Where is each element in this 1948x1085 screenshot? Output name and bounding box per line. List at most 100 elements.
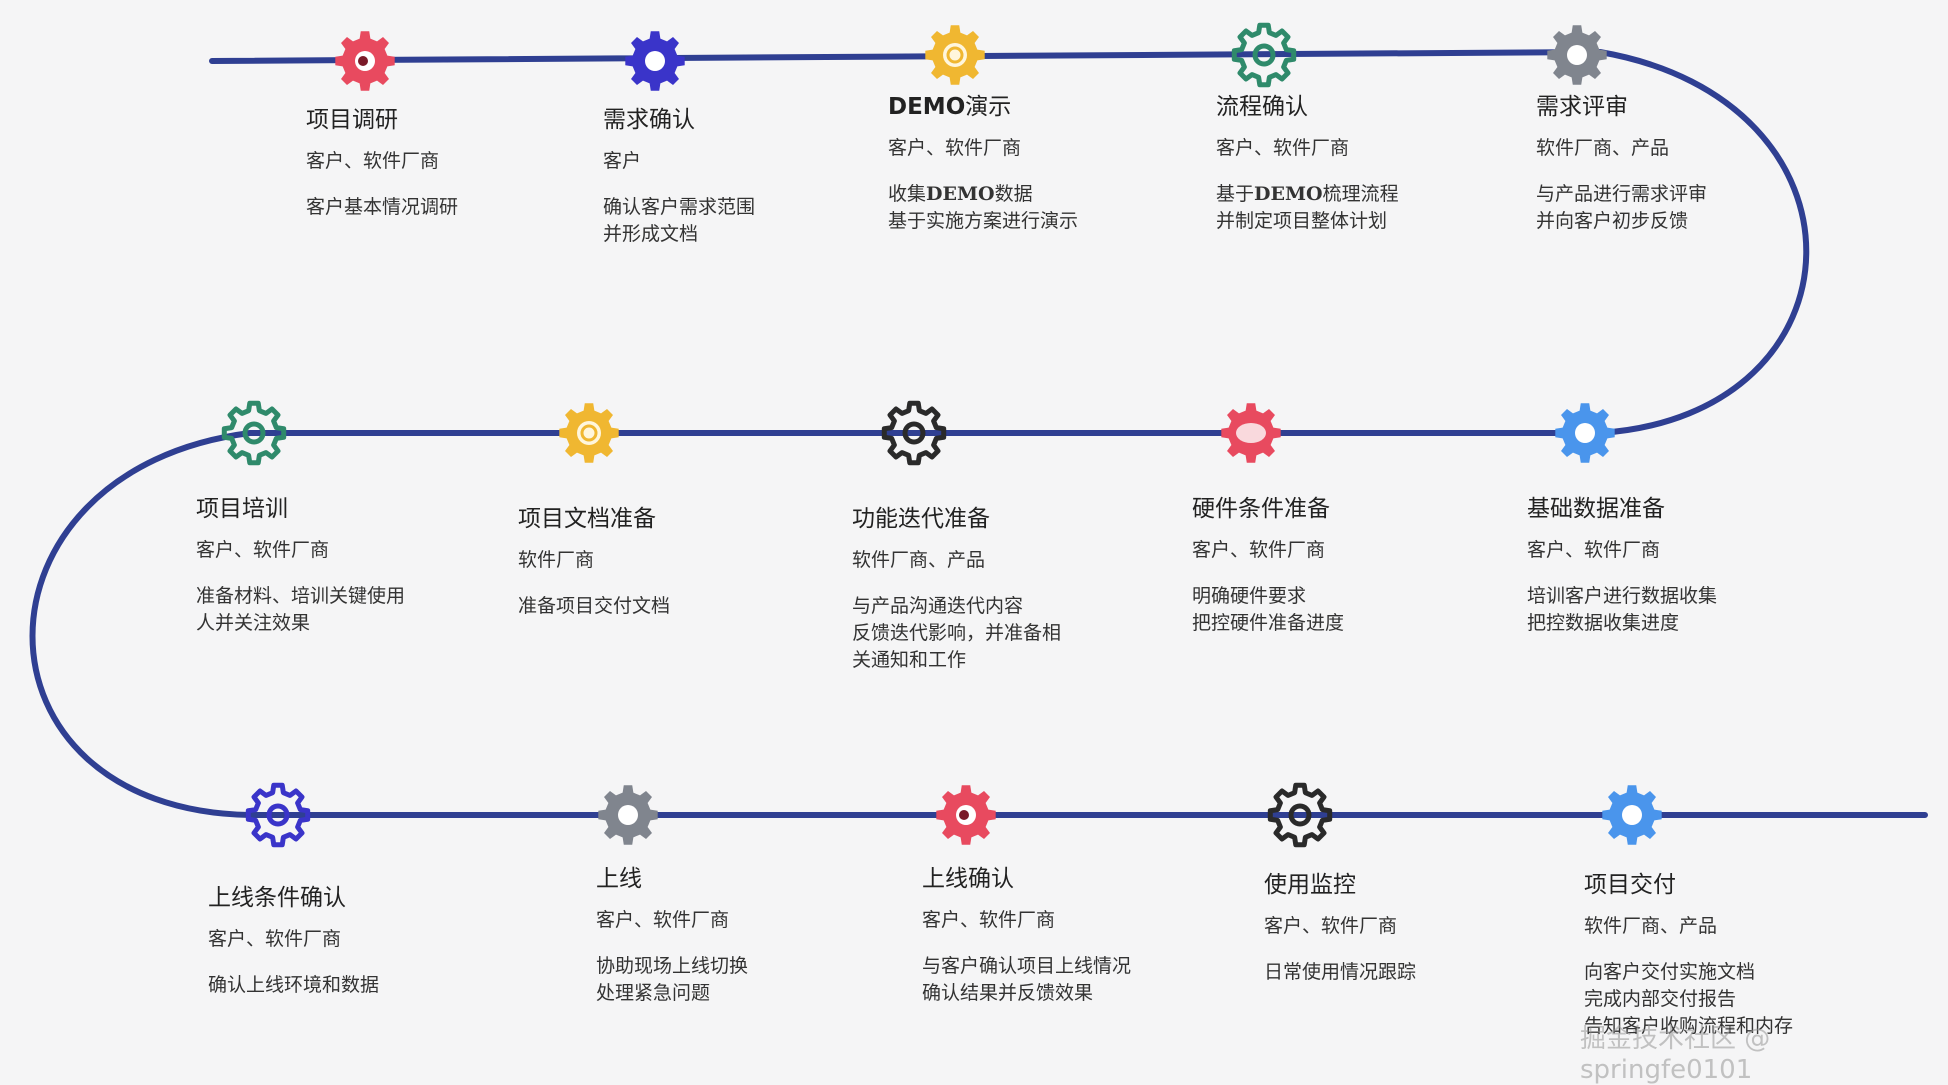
step-roles: 客户、软件厂商: [922, 908, 1056, 931]
step-label-block: DEMO演示客户、软件厂商收集DEMO数据基于实施方案进行演示: [888, 94, 1078, 235]
step-description: 确认上线环境和数据: [208, 972, 379, 999]
step-description-line: 收集DEMO数据: [888, 183, 1033, 206]
step-roles: 客户、软件厂商: [1216, 136, 1350, 159]
step-label-block: 项目调研客户、软件厂商客户基本情况调研: [306, 107, 458, 221]
step-description: 协助现场上线切换处理紧急问题: [596, 953, 748, 1007]
step-roles: 客户、软件厂商: [306, 149, 440, 172]
step-description-line: 明确硬件要求: [1192, 585, 1307, 608]
step-description-line: 并制定项目整体计划: [1216, 210, 1388, 233]
step-roles: 软件厂商: [518, 548, 595, 571]
step-description-line: 协助现场上线切换: [596, 955, 749, 978]
step-description: 确认客户需求范围并形成文档: [603, 194, 755, 248]
step-title: 上线: [596, 866, 642, 892]
step-label-block: 需求确认客户确认客户需求范围并形成文档: [603, 107, 755, 248]
step-title: 项目文档准备: [518, 506, 656, 532]
step-description: 日常使用情况跟踪: [1264, 959, 1416, 986]
gear-icon: [1267, 782, 1333, 848]
step-description-line: 告知客户收购流程和内存: [1584, 1015, 1794, 1038]
step-description: 基于DEMO梳理流程并制定项目整体计划: [1216, 181, 1399, 235]
step-description: 准备材料、培训关键使用人并关注效果: [196, 583, 405, 637]
step-label-block: 项目交付软件厂商、产品向客户交付实施文档完成内部交付报告告知客户收购流程和内存: [1584, 872, 1793, 1040]
step-title: 硬件条件准备: [1192, 496, 1330, 522]
step-roles: 客户、软件厂商: [196, 538, 330, 561]
step-description-line: 确认上线环境和数据: [208, 974, 380, 997]
step-roles: 客户: [603, 149, 642, 172]
step-description-line: 与产品进行需求评审: [1536, 183, 1708, 206]
step-description-line: 与客户确认项目上线情况: [922, 955, 1132, 978]
step-label-block: 上线客户、软件厂商协助现场上线切换处理紧急问题: [596, 866, 748, 1007]
gear-icon: [922, 22, 988, 88]
step-description-line: 把控硬件准备进度: [1192, 612, 1345, 635]
step-label-block: 上线条件确认客户、软件厂商确认上线环境和数据: [208, 885, 379, 999]
step-title: 项目培训: [196, 496, 288, 522]
step-roles: 客户、软件厂商: [888, 136, 1022, 159]
step-roles: 软件厂商、产品: [1536, 136, 1670, 159]
gear-icon: [1218, 400, 1284, 466]
step-title: 项目调研: [306, 107, 398, 133]
step-title: 项目交付: [1584, 872, 1676, 898]
step-description-line: 客户基本情况调研: [306, 196, 459, 219]
step-description-line: 向客户交付实施文档: [1584, 961, 1756, 984]
step-description-line: 准备材料、培训关键使用: [196, 585, 406, 608]
watermark: 掘金技术社区 @ springfe0101: [1580, 1024, 1771, 1085]
step-description-line: 确认结果并反馈效果: [922, 982, 1094, 1005]
step-description: 培训客户进行数据收集把控数据收集进度: [1527, 583, 1717, 637]
step-description-line: 完成内部交付报告: [1584, 988, 1737, 1011]
step-title: 上线条件确认: [208, 885, 346, 911]
step-description-line: 基于DEMO梳理流程: [1216, 183, 1399, 206]
step-title: 需求评审: [1536, 94, 1628, 120]
step-title: 使用监控: [1264, 872, 1356, 898]
step-description-line: 并向客户初步反馈: [1536, 210, 1689, 233]
gear-icon: [622, 28, 688, 94]
step-title: 功能迭代准备: [852, 506, 990, 532]
step-description: 与产品沟通迭代内容反馈迭代影响，并准备相关通知和工作: [852, 593, 1061, 674]
step-description: 与产品进行需求评审并向客户初步反馈: [1536, 181, 1707, 235]
step-title: 需求确认: [603, 107, 695, 133]
step-description-line: 处理紧急问题: [596, 982, 711, 1005]
step-description: 与客户确认项目上线情况确认结果并反馈效果: [922, 953, 1131, 1007]
step-roles: 客户、软件厂商: [1192, 538, 1326, 561]
step-description: 向客户交付实施文档完成内部交付报告告知客户收购流程和内存: [1584, 959, 1793, 1040]
gear-icon: [881, 400, 947, 466]
step-title: DEMO演示: [888, 94, 1012, 120]
step-title: 流程确认: [1216, 94, 1308, 120]
gear-icon: [221, 400, 287, 466]
step-label-block: 功能迭代准备软件厂商、产品与产品沟通迭代内容反馈迭代影响，并准备相关通知和工作: [852, 506, 1061, 674]
step-label-block: 使用监控客户、软件厂商日常使用情况跟踪: [1264, 872, 1416, 986]
step-description-line: 人并关注效果: [196, 612, 311, 635]
step-description: 准备项目交付文档: [518, 593, 670, 620]
step-description: 收集DEMO数据基于实施方案进行演示: [888, 181, 1078, 235]
step-title: 基础数据准备: [1527, 496, 1665, 522]
step-description: 明确硬件要求把控硬件准备进度: [1192, 583, 1344, 637]
step-label-block: 上线确认客户、软件厂商与客户确认项目上线情况确认结果并反馈效果: [922, 866, 1131, 1007]
step-label-block: 流程确认客户、软件厂商基于DEMO梳理流程并制定项目整体计划: [1216, 94, 1399, 235]
step-label-block: 项目文档准备软件厂商准备项目交付文档: [518, 506, 670, 620]
gear-icon: [595, 782, 661, 848]
step-roles: 客户、软件厂商: [596, 908, 730, 931]
gear-icon: [1544, 22, 1610, 88]
step-description-line: 反馈迭代影响，并准备相: [852, 622, 1062, 645]
step-roles: 客户、软件厂商: [1264, 914, 1398, 937]
step-label-block: 硬件条件准备客户、软件厂商明确硬件要求把控硬件准备进度: [1192, 496, 1344, 637]
step-roles: 软件厂商、产品: [1584, 914, 1718, 937]
step-description-line: 关通知和工作: [852, 649, 967, 672]
step-description: 客户基本情况调研: [306, 194, 458, 221]
step-description-line: 准备项目交付文档: [518, 595, 671, 618]
step-roles: 软件厂商、产品: [852, 548, 986, 571]
gear-icon: [1552, 400, 1618, 466]
gear-icon: [556, 400, 622, 466]
gear-icon: [933, 782, 999, 848]
step-description-line: 并形成文档: [603, 223, 699, 246]
step-description-line: 基于实施方案进行演示: [888, 210, 1079, 233]
step-label-block: 需求评审软件厂商、产品与产品进行需求评审并向客户初步反馈: [1536, 94, 1707, 235]
step-description-line: 与产品沟通迭代内容: [852, 595, 1024, 618]
step-label-block: 项目培训客户、软件厂商准备材料、培训关键使用人并关注效果: [196, 496, 405, 637]
step-description-line: 培训客户进行数据收集: [1527, 585, 1718, 608]
step-label-block: 基础数据准备客户、软件厂商培训客户进行数据收集把控数据收集进度: [1527, 496, 1717, 637]
step-title: 上线确认: [922, 866, 1014, 892]
step-roles: 客户、软件厂商: [1527, 538, 1661, 561]
step-description-line: 确认客户需求范围: [603, 196, 756, 219]
step-description-line: 日常使用情况跟踪: [1264, 961, 1417, 984]
gear-icon: [332, 28, 398, 94]
